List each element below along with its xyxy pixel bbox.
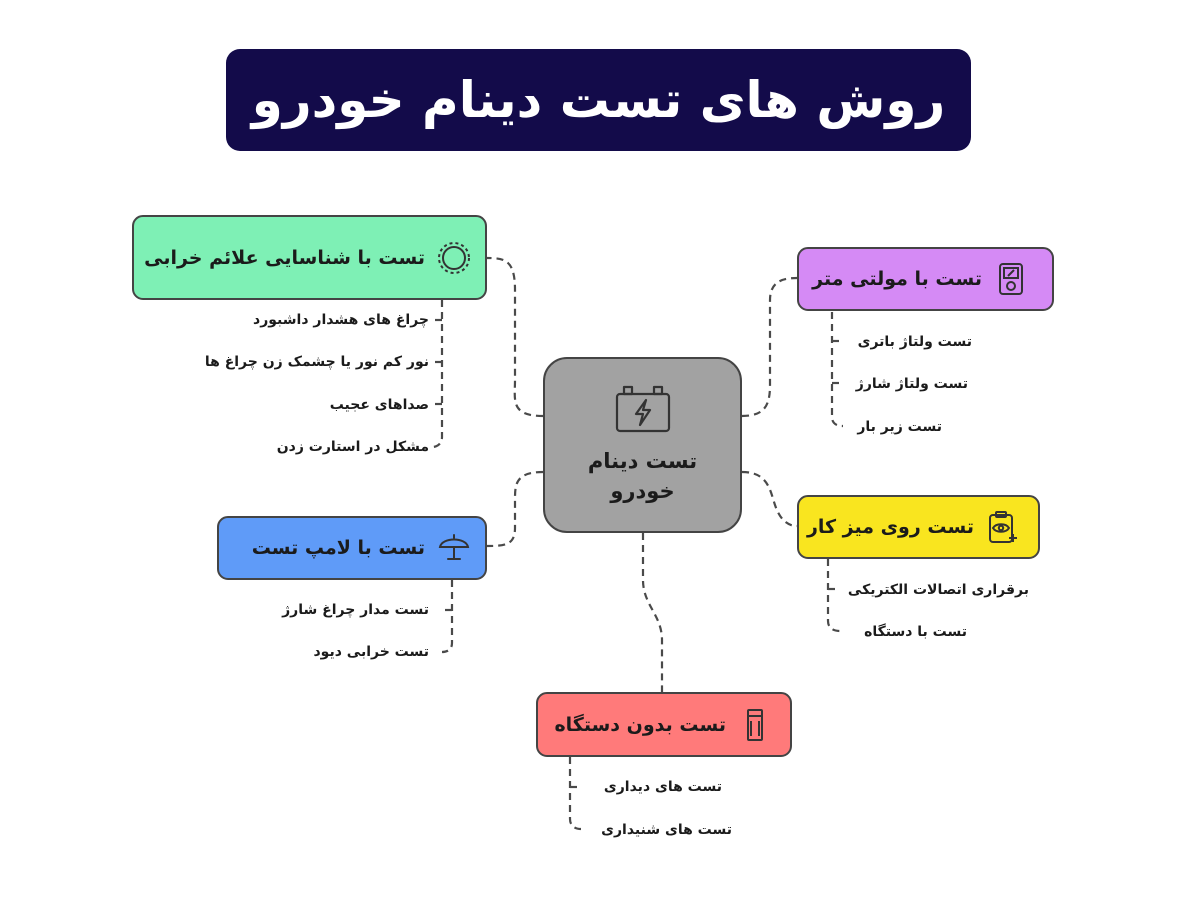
tower-icon — [747, 708, 763, 741]
node-bench-label: تست روی میز کار — [806, 516, 974, 538]
symptoms-item: صداهای عجیب — [329, 397, 429, 413]
multimeter-icon — [999, 263, 1023, 295]
multimeter-item: تست زیر بار — [857, 419, 942, 435]
node-bench: تست روی میز کار — [797, 495, 1040, 559]
nodevice-item: تست های دیداری — [603, 779, 722, 795]
node-multimeter: تست با مولتی متر — [797, 247, 1054, 311]
node-lamp-label: تست با لامپ تست — [251, 537, 425, 559]
gear-ring-icon — [438, 241, 470, 274]
clipboard-eye-icon — [989, 511, 1017, 543]
lamp-icon — [438, 534, 470, 560]
page-title: روش های تست دینام خودرو — [251, 71, 946, 129]
multimeter-item: تست ولتاژ باتری — [857, 334, 972, 350]
node-symptoms: تست با شناسایی علائم خرابی — [132, 215, 487, 300]
node-symptoms-label: تست با شناسایی علائم خرابی — [144, 246, 425, 269]
node-nodevice-label: تست بدون دستگاه — [554, 713, 726, 736]
title-banner: روش های تست دینام خودرو — [226, 49, 971, 151]
symptoms-item: مشکل در استارت زدن — [276, 439, 429, 455]
center-label: تست دینام خودرو — [588, 446, 697, 506]
bench-item: تست با دستگاه — [864, 624, 967, 640]
node-nodevice: تست بدون دستگاه — [536, 692, 792, 757]
symptoms-item: چراغ های هشدار داشبورد — [253, 312, 429, 328]
node-lamp: تست با لامپ تست — [217, 516, 487, 580]
multimeter-item: تست ولتاژ شارژ — [855, 376, 968, 392]
lamp-item: تست مدار چراغ شارژ — [282, 602, 429, 618]
node-multimeter-label: تست با مولتی متر — [812, 268, 982, 290]
bench-item: برقراری اتصالات الکتریکی — [847, 582, 1029, 598]
nodevice-item: تست های شنیداری — [601, 822, 732, 838]
center-label-line1: تست دینام — [587, 449, 698, 473]
center-label-line2: خودرو — [610, 479, 675, 503]
battery-icon — [615, 385, 670, 433]
lamp-item: تست خرابی دیود — [313, 644, 430, 660]
symptoms-item: نور کم نور یا چشمک زن چراغ ها — [204, 354, 429, 370]
center-node: تست دینام خودرو — [543, 357, 742, 533]
